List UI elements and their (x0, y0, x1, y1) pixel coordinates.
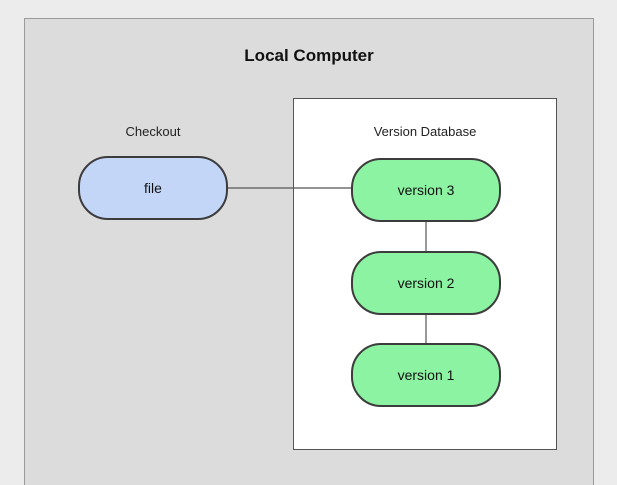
checkout-label: Checkout (125, 124, 181, 139)
local-computer-title: Local Computer (244, 46, 374, 65)
version-3-node: version 3 (351, 158, 501, 222)
version-2-node: version 2 (351, 251, 501, 315)
version-1-node: version 1 (351, 343, 501, 407)
version-database-label: Version Database (373, 124, 477, 139)
file-node: file (78, 156, 228, 220)
